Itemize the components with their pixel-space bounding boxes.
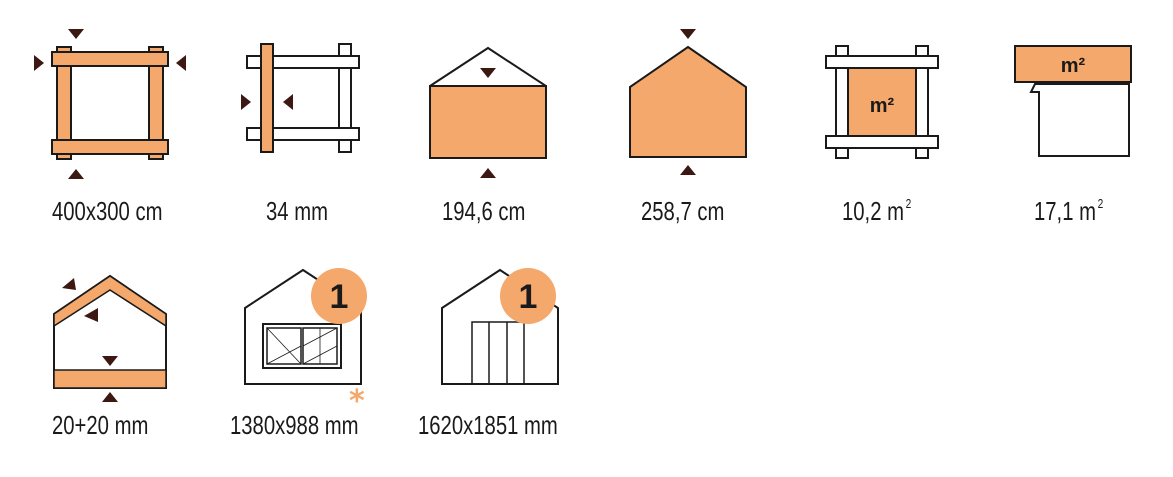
interior-area-icon-text: m² bbox=[870, 95, 895, 117]
log-frame-footprint-icon bbox=[34, 29, 186, 179]
spec-label-wall-height: 194,6 cm bbox=[442, 196, 526, 226]
ridge-height-icon bbox=[629, 29, 747, 175]
spec-interior-area: m² bbox=[820, 40, 950, 170]
spec-door: 1 bbox=[430, 262, 570, 392]
spec-roof-floor-thickness bbox=[40, 260, 180, 405]
spec-label-wall-thickness: 34 mm bbox=[266, 196, 328, 226]
note-asterisk: * bbox=[349, 384, 365, 419]
spec-window: 1 bbox=[235, 262, 375, 392]
interior-area-icon: m² bbox=[825, 45, 939, 159]
quantity-badge-text: 1 bbox=[330, 278, 349, 316]
quantity-badge-text: 1 bbox=[519, 278, 538, 316]
quantity-badge bbox=[311, 268, 367, 324]
spec-label-window: 1380x988 mm bbox=[230, 410, 359, 440]
spec-wall-thickness bbox=[235, 30, 365, 170]
spec-footprint bbox=[30, 25, 190, 185]
window-icon: 1 bbox=[244, 268, 367, 385]
spec-label-roof-floor-thickness: 20+20 mm bbox=[52, 410, 149, 440]
wall-height-icon bbox=[429, 46, 547, 178]
roof-floor-thickness-icon bbox=[53, 274, 167, 402]
spec-roof-area: m² bbox=[1005, 40, 1145, 170]
superscript: 2 bbox=[1097, 196, 1104, 211]
superscript: 2 bbox=[905, 196, 912, 211]
roof-area-icon-text: m² bbox=[1061, 55, 1086, 77]
quantity-badge bbox=[500, 268, 556, 324]
spec-wall-height bbox=[420, 40, 560, 185]
door-icon: 1 bbox=[441, 268, 559, 385]
spec-label-ridge-height: 258,7 cm bbox=[641, 196, 725, 226]
spec-label-door: 1620x1851 mm bbox=[418, 410, 558, 440]
spec-ridge-height bbox=[620, 25, 760, 185]
roof-area-icon: m² bbox=[1014, 45, 1132, 157]
spec-label-footprint: 400x300 cm bbox=[52, 196, 163, 226]
log-wall-thickness-icon bbox=[241, 43, 360, 153]
